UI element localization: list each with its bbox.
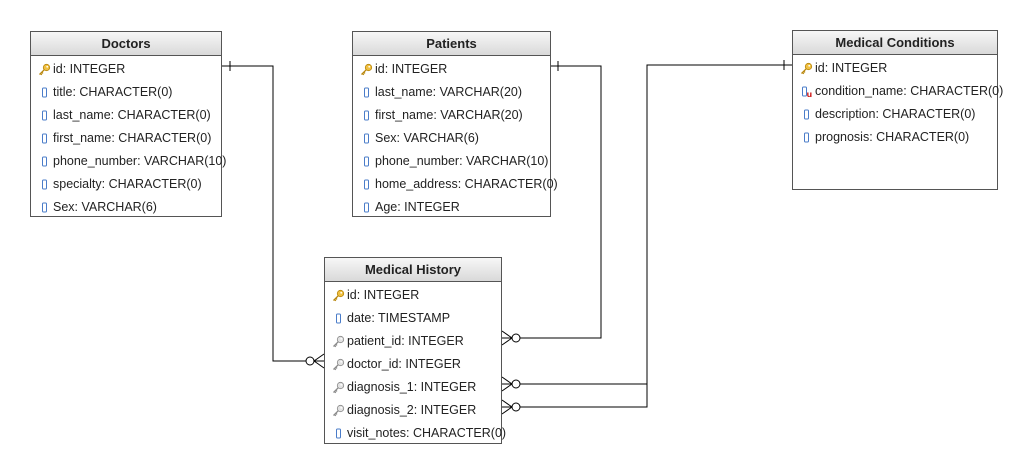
field-icon: [37, 86, 51, 100]
entity-field-row[interactable]: Age: INTEGER: [353, 196, 550, 219]
entity-field-row[interactable]: description: CHARACTER(0): [793, 103, 997, 126]
field-icon: [359, 178, 373, 192]
entity-fields: id: INTEGER last_name: VARCHAR(20) first_n…: [353, 56, 558, 219]
entity-field-row[interactable]: home_address: CHARACTER(0): [353, 173, 558, 196]
entity-field-row[interactable]: diagnosis_2: INTEGER: [325, 399, 501, 422]
entity-field-row[interactable]: first_name: CHARACTER(0): [31, 127, 221, 150]
field-icon: [37, 109, 51, 123]
entity-field-row[interactable]: date: TIMESTAMP: [325, 307, 501, 330]
entity-field-row[interactable]: Sex: VARCHAR(6): [31, 196, 221, 219]
entity-field-row[interactable]: last_name: CHARACTER(0): [31, 104, 221, 127]
field-icon: [331, 427, 345, 441]
field-icon: [359, 155, 373, 169]
key-icon: [37, 63, 51, 77]
field-label: title: CHARACTER(0): [53, 85, 173, 99]
entity-title: Medical History: [325, 258, 501, 282]
field-label: prognosis: CHARACTER(0): [815, 130, 970, 144]
entity-field-row[interactable]: first_name: VARCHAR(20): [353, 104, 550, 127]
field-icon: [37, 132, 51, 146]
relationship-patients-history: [501, 61, 602, 346]
entity-title: Patients: [353, 32, 550, 56]
entity-doctors[interactable]: Doctors id: INTEGER title: CHARACTER(0) la…: [30, 31, 226, 219]
entity-field-row[interactable]: visit_notes: CHARACTER(0): [325, 422, 506, 445]
field-icon: [799, 108, 813, 122]
field-icon: [359, 201, 373, 215]
foreign-key-icon: [331, 358, 345, 372]
entity-field-row[interactable]: patient_id: INTEGER: [325, 330, 501, 353]
unique-field-icon: u: [799, 85, 813, 99]
foreign-key-icon: [331, 381, 345, 395]
field-label: id: INTEGER: [815, 61, 888, 75]
entity-field-row[interactable]: doctor_id: INTEGER: [325, 353, 501, 376]
field-label: doctor_id: INTEGER: [347, 357, 461, 371]
entity-title: Doctors: [31, 32, 221, 56]
entity-field-row[interactable]: diagnosis_1: INTEGER: [325, 376, 501, 399]
field-label: Sex: VARCHAR(6): [53, 200, 157, 214]
relationship-conditions-history: [501, 60, 792, 415]
key-icon: [359, 63, 373, 77]
field-label: home_address: CHARACTER(0): [375, 177, 558, 191]
field-label: visit_notes: CHARACTER(0): [347, 426, 507, 440]
entity-field-row[interactable]: title: CHARACTER(0): [31, 81, 221, 104]
entity-field-row[interactable]: phone_number: VARCHAR(10): [31, 150, 226, 173]
field-icon: [37, 155, 51, 169]
key-icon: [331, 289, 345, 303]
field-icon: [359, 109, 373, 123]
foreign-key-icon: [331, 404, 345, 418]
field-icon: [37, 201, 51, 215]
entity-field-row[interactable]: last_name: VARCHAR(20): [353, 81, 550, 104]
entity-field-row[interactable]: id: INTEGER: [793, 57, 997, 80]
field-label: description: CHARACTER(0): [815, 107, 976, 121]
field-label: Age: INTEGER: [375, 200, 460, 214]
entity-field-row[interactable]: specialty: CHARACTER(0): [31, 173, 221, 196]
field-label: Sex: VARCHAR(6): [375, 131, 479, 145]
field-label: patient_id: INTEGER: [347, 334, 464, 348]
field-icon: [331, 312, 345, 326]
entity-field-row[interactable]: prognosis: CHARACTER(0): [793, 126, 997, 149]
field-label: id: INTEGER: [375, 62, 448, 76]
field-label: last_name: CHARACTER(0): [53, 108, 211, 122]
entity-field-row[interactable]: Sex: VARCHAR(6): [353, 127, 550, 150]
entity-field-row[interactable]: id: INTEGER: [31, 58, 221, 81]
field-label: id: INTEGER: [347, 288, 420, 302]
relationship-doctors-history: [222, 61, 325, 369]
field-icon: [359, 86, 373, 100]
entity-patients[interactable]: Patients id: INTEGER last_name: VARCHAR(2…: [352, 31, 558, 219]
field-icon: [799, 131, 813, 145]
entity-field-row[interactable]: id: INTEGER: [325, 284, 501, 307]
svg-text:u: u: [806, 90, 812, 98]
field-label: phone_number: VARCHAR(10): [53, 154, 227, 168]
entity-fields: id: INTEGER date: TIMESTAMP patient_id: IN…: [325, 282, 506, 445]
field-label: last_name: VARCHAR(20): [375, 85, 523, 99]
field-icon: [359, 132, 373, 146]
entity-medical-history[interactable]: Medical History id: INTEGER date: TIMESTA…: [324, 257, 506, 445]
field-label: diagnosis_2: INTEGER: [347, 403, 477, 417]
entity-field-row[interactable]: phone_number: VARCHAR(10): [353, 150, 550, 173]
field-label: id: INTEGER: [53, 62, 126, 76]
field-icon: [37, 178, 51, 192]
field-label: date: TIMESTAMP: [347, 311, 451, 325]
field-label: specialty: CHARACTER(0): [53, 177, 202, 191]
field-label: phone_number: VARCHAR(10): [375, 154, 549, 168]
field-label: first_name: CHARACTER(0): [53, 131, 212, 145]
entity-title: Medical Conditions: [793, 31, 997, 55]
key-icon: [799, 62, 813, 76]
field-label: first_name: VARCHAR(20): [375, 108, 523, 122]
field-label: diagnosis_1: INTEGER: [347, 380, 477, 394]
field-label: condition_name: CHARACTER(0): [815, 84, 1004, 98]
foreign-key-icon: [331, 335, 345, 349]
entity-fields: id: INTEGER title: CHARACTER(0) last_name:…: [31, 56, 226, 219]
entity-field-row[interactable]: id: INTEGER: [353, 58, 550, 81]
